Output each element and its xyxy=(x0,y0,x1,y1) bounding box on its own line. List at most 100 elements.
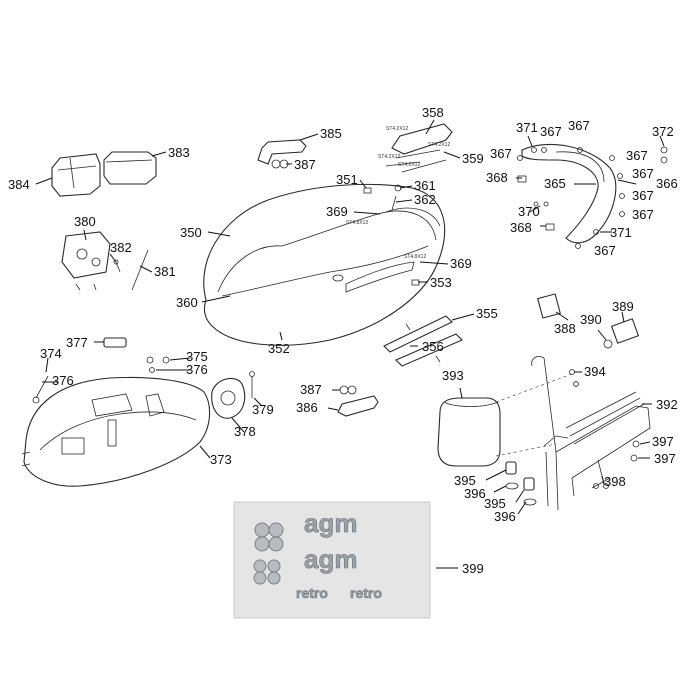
strap-355 xyxy=(383,315,463,367)
spec-369-a: ST4.8X12 xyxy=(346,220,368,226)
callout-367-b: 367 xyxy=(568,118,590,133)
callout-384: 384 xyxy=(8,177,30,192)
washer-390 xyxy=(603,339,613,349)
callout-350: 350 xyxy=(180,225,202,240)
rail-365 xyxy=(521,143,617,244)
callout-355: 355 xyxy=(476,306,498,321)
callout-386: 386 xyxy=(296,400,318,415)
callout-373: 373 xyxy=(210,452,232,467)
callout-360: 360 xyxy=(176,295,198,310)
emblem-clover-2 xyxy=(253,559,281,585)
cap-378 xyxy=(211,377,246,419)
fender-373 xyxy=(21,376,211,487)
callout-390: 390 xyxy=(580,312,602,327)
callout-370: 370 xyxy=(518,204,540,219)
callout-369-left: 369 xyxy=(326,204,348,219)
callout-375: 375 xyxy=(186,349,208,364)
callout-388: 388 xyxy=(554,321,576,336)
callout-359: 359 xyxy=(462,151,484,166)
callout-371-top: 371 xyxy=(516,120,538,135)
emblem-retro-2: retro xyxy=(350,585,382,601)
callouts: 384 383 380 382 381 350 360 385 387 351 … xyxy=(8,105,678,576)
callout-381: 381 xyxy=(154,264,176,279)
callout-376-left: 376 xyxy=(52,373,74,388)
callout-367-d: 367 xyxy=(626,148,648,163)
callout-365: 365 xyxy=(544,176,566,191)
emblem-agm-bottom: agm xyxy=(304,544,357,574)
callout-377: 377 xyxy=(66,335,88,350)
callout-368-top: 368 xyxy=(486,170,508,185)
spec-358-a: ST4.2X12 xyxy=(386,126,408,132)
nut-387-top xyxy=(271,159,289,169)
callout-385: 385 xyxy=(320,126,342,141)
bolts-398 xyxy=(593,483,609,489)
callout-362: 362 xyxy=(414,192,436,207)
callout-387-top: 387 xyxy=(294,157,316,172)
emblem-photo: agm agm retro retro xyxy=(233,501,431,619)
callout-367-c: 367 xyxy=(490,146,512,161)
callout-351: 351 xyxy=(336,172,358,187)
rod-381 xyxy=(131,249,149,291)
callout-367-f: 367 xyxy=(632,188,654,203)
plug-377 xyxy=(103,337,127,348)
callout-352: 352 xyxy=(268,341,290,356)
callout-399: 399 xyxy=(462,561,484,576)
screw-367-group xyxy=(517,147,625,249)
callout-397-a: 397 xyxy=(652,434,674,449)
callout-378: 378 xyxy=(234,424,256,439)
handle-386 xyxy=(337,395,379,417)
screw-379 xyxy=(249,371,255,398)
plate-358 xyxy=(385,123,453,173)
leader-lines xyxy=(35,119,665,569)
handle-385 xyxy=(257,139,307,165)
callout-376-right: 376 xyxy=(186,362,208,377)
emblem-agm-top: agm xyxy=(304,508,357,538)
emblem-retro-1: retro xyxy=(296,585,328,601)
callout-367-g: 367 xyxy=(632,207,654,222)
spec-369-b: ST4.8X12 xyxy=(404,254,426,260)
callout-387-bottom: 387 xyxy=(300,382,322,397)
callout-361: 361 xyxy=(414,178,436,193)
callout-383: 383 xyxy=(168,145,190,160)
pad-393 xyxy=(437,397,501,467)
callout-372: 372 xyxy=(652,124,674,139)
screw-362 xyxy=(391,195,397,211)
nut-387-bottom xyxy=(339,385,357,395)
callout-380: 380 xyxy=(74,214,96,229)
emblem-clover-1 xyxy=(254,522,284,552)
callout-356: 356 xyxy=(422,339,444,354)
callout-398: 398 xyxy=(604,474,626,489)
clip-368 xyxy=(517,175,555,231)
callout-396-a: 396 xyxy=(464,486,486,501)
callout-379: 379 xyxy=(252,402,274,417)
callout-382: 382 xyxy=(110,240,132,255)
lock-assembly-380 xyxy=(61,231,111,291)
callout-367-e: 367 xyxy=(632,166,654,181)
callout-367-h: 367 xyxy=(594,243,616,258)
cover-388 xyxy=(537,293,561,319)
callout-395-a: 395 xyxy=(454,473,476,488)
callout-394: 394 xyxy=(584,364,606,379)
callout-389: 389 xyxy=(612,299,634,314)
body-panel-350 xyxy=(203,183,446,346)
bolt-382 xyxy=(113,259,121,273)
callout-397-b: 397 xyxy=(654,451,676,466)
spec-358-c: ST4.2X12 xyxy=(378,154,400,160)
screw-351 xyxy=(363,187,372,194)
callout-368-bottom: 368 xyxy=(510,220,532,235)
bolts-395-396 xyxy=(505,461,537,506)
callout-371-bottom: 371 xyxy=(610,225,632,240)
nut-375-376 xyxy=(146,356,170,373)
callout-392: 392 xyxy=(656,397,678,412)
plate-389 xyxy=(610,318,640,344)
callout-393: 393 xyxy=(442,368,464,383)
callout-374: 374 xyxy=(40,346,62,361)
bag-384 xyxy=(51,153,101,197)
callout-369-right: 369 xyxy=(450,256,472,271)
callout-396-b: 396 xyxy=(494,509,516,524)
screw-372 xyxy=(660,146,668,164)
callout-366: 366 xyxy=(656,176,678,191)
callout-395-b: 395 xyxy=(484,496,506,511)
